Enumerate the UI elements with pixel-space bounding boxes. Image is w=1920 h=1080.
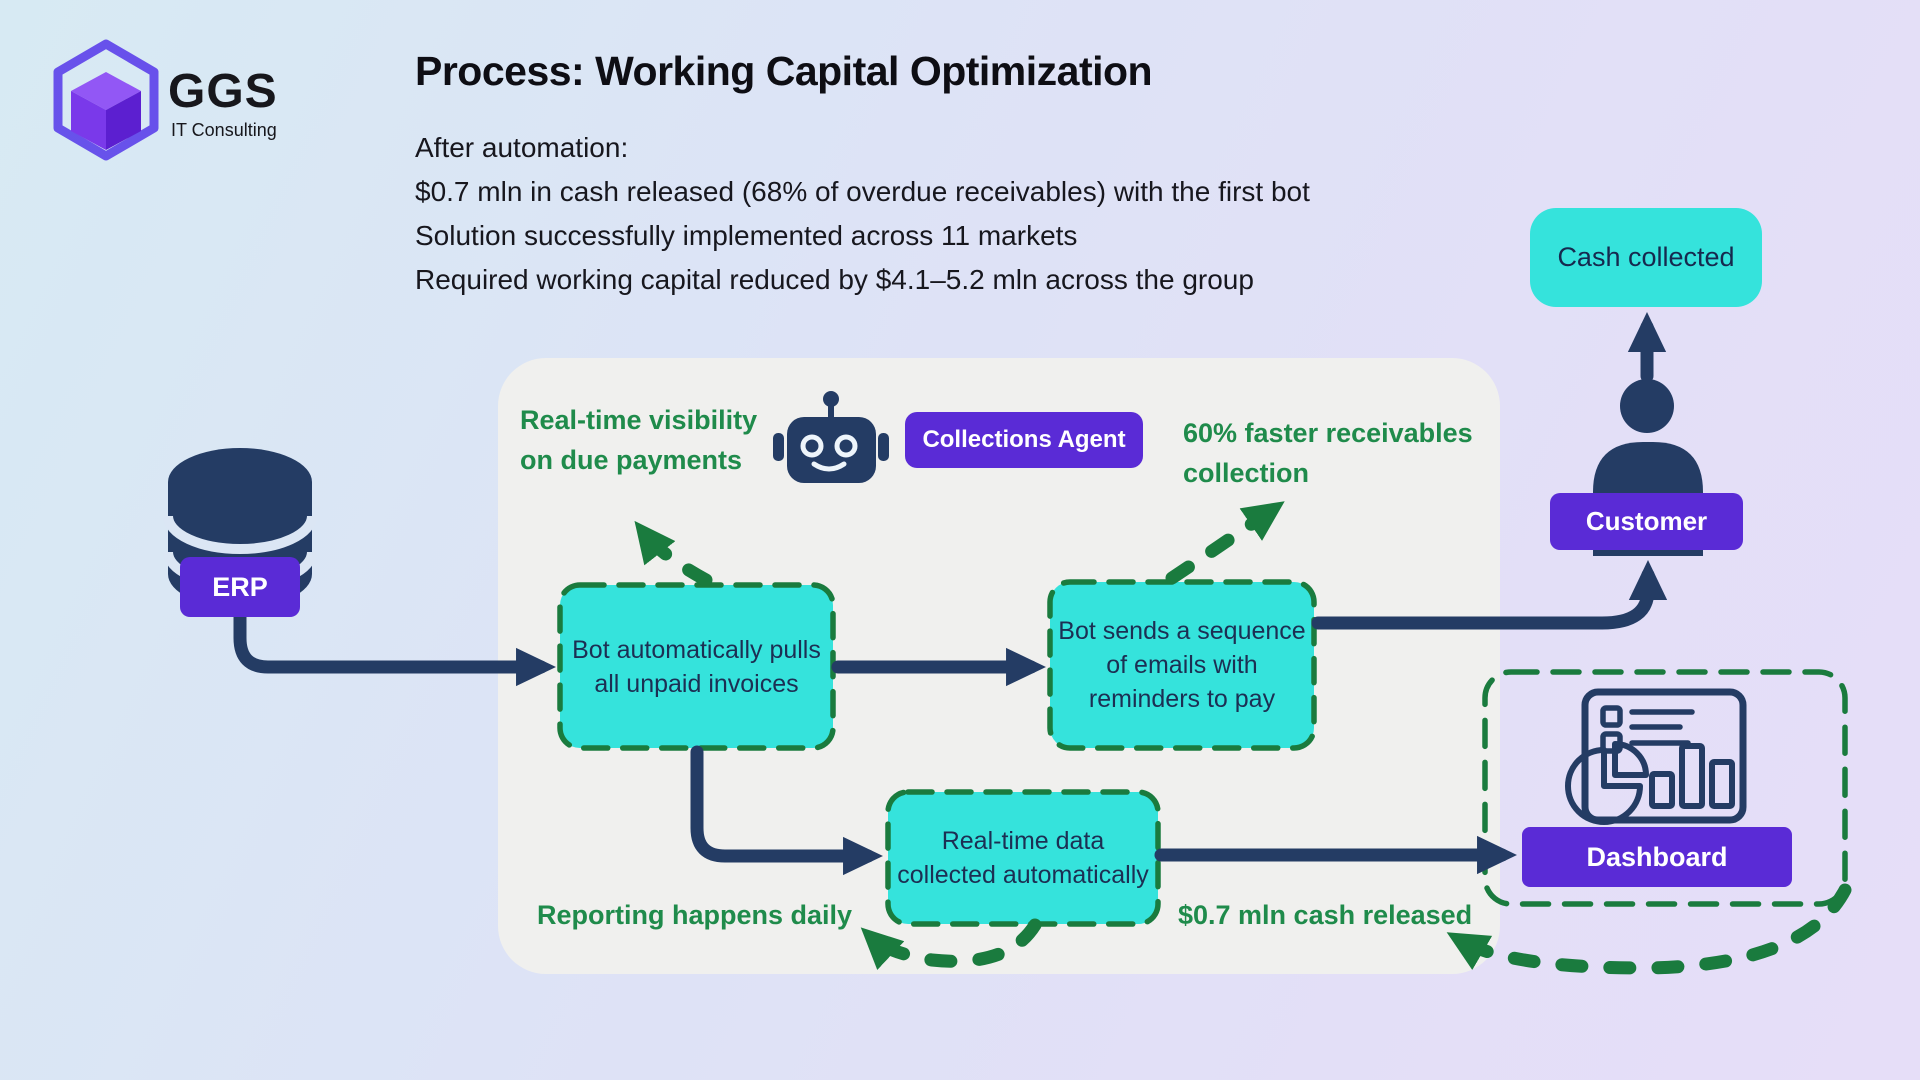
dashboard-badge: Dashboard bbox=[1522, 827, 1792, 887]
page-title: Process: Working Capital Optimization bbox=[415, 48, 1153, 94]
note-daily-reporting: Reporting happens daily bbox=[537, 900, 853, 930]
brand-name: GGS bbox=[168, 65, 278, 118]
step-label-collect-data: Real-time data collected automatically bbox=[897, 827, 1149, 889]
note-faster-collection: 60% faster receivables collection bbox=[1183, 418, 1473, 488]
summary-line: $0.7 mln in cash released (68% of overdu… bbox=[415, 176, 1310, 207]
summary-text: After automation: $0.7 mln in cash relea… bbox=[415, 126, 1310, 302]
note-cash-released: $0.7 mln cash released bbox=[1178, 900, 1473, 930]
customer-badge: Customer bbox=[1550, 493, 1743, 550]
summary-line: Solution successfully implemented across… bbox=[415, 220, 1078, 251]
brand-tagline: IT Consulting bbox=[171, 120, 277, 140]
step-label-send-emails: Bot sends a sequence of emails with remi… bbox=[1058, 617, 1306, 713]
note-visibility: Real-time visibility on due payments bbox=[520, 405, 758, 475]
dashboard-chart-icon bbox=[1565, 688, 1747, 825]
cash-collected-box: Cash collected bbox=[1530, 208, 1762, 307]
erp-badge: ERP bbox=[180, 557, 300, 617]
summary-line: After automation: bbox=[415, 132, 629, 163]
summary-line: Required working capital reduced by $4.1… bbox=[415, 264, 1254, 295]
ggs-logo-icon bbox=[53, 39, 159, 161]
step-label-pull-invoices: Bot automatically pulls all unpaid invoi… bbox=[572, 635, 821, 698]
collections-agent-badge: Collections Agent bbox=[905, 412, 1143, 468]
